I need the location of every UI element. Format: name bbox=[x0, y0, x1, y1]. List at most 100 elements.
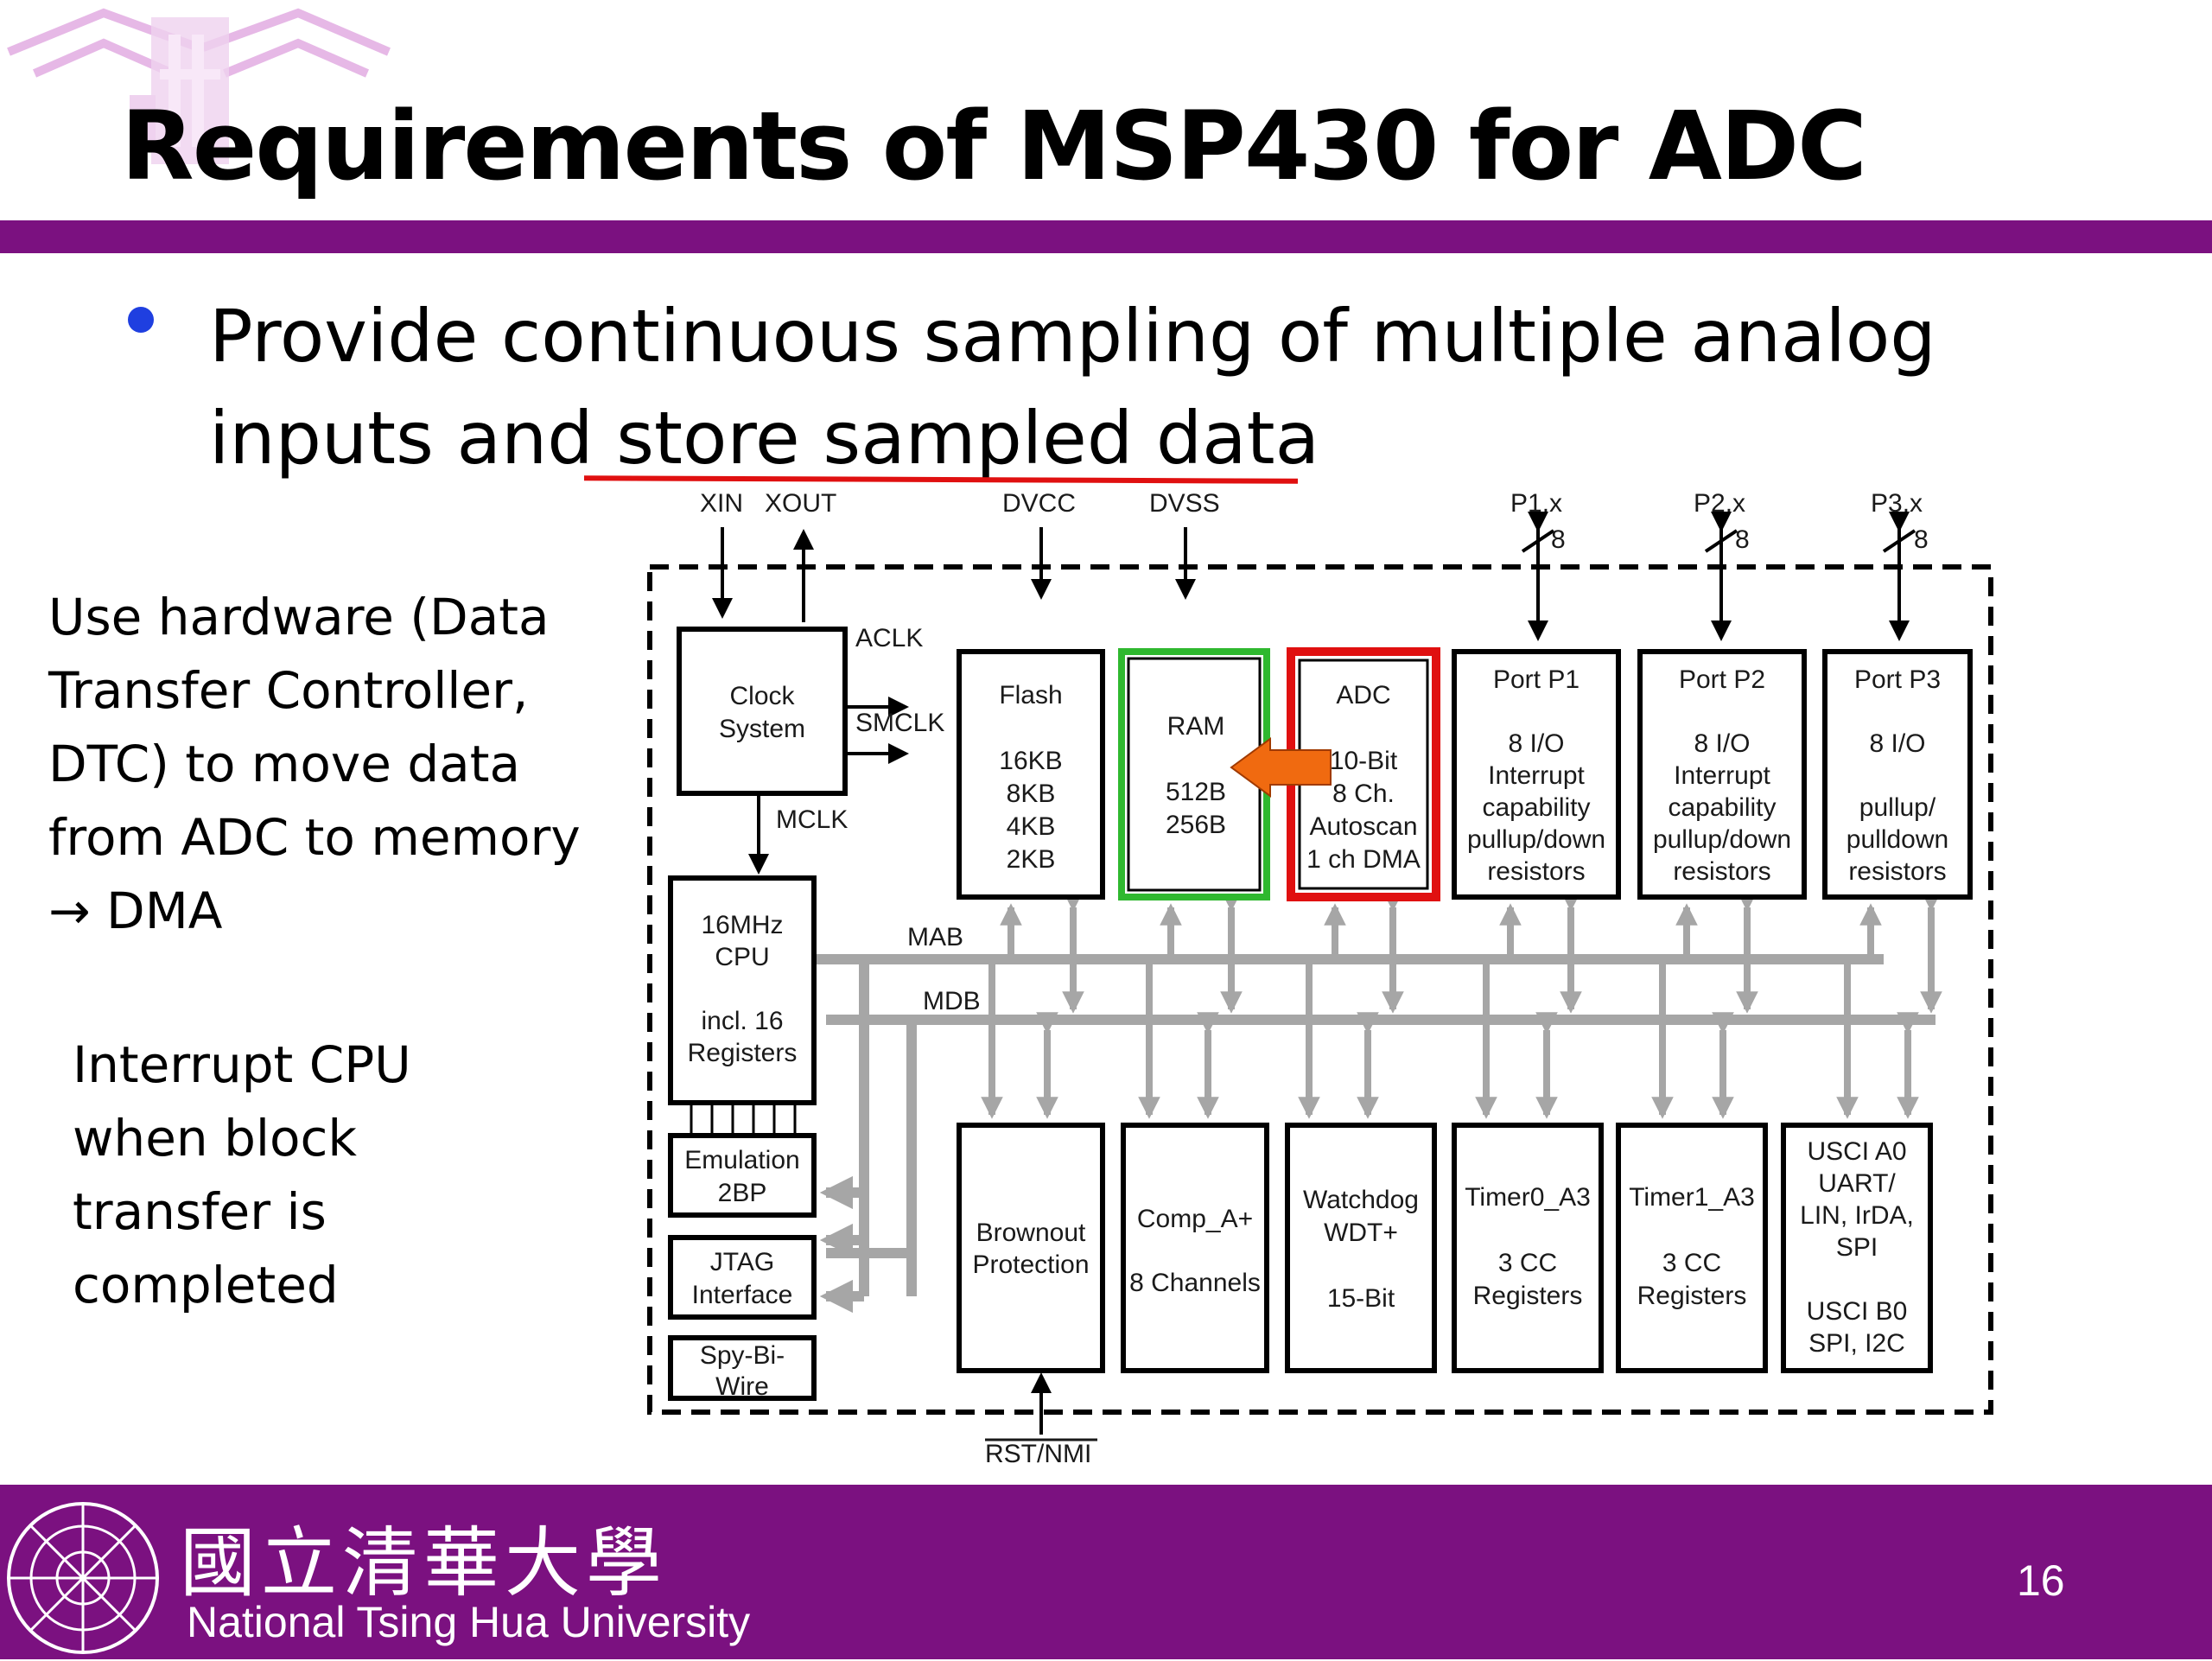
watchdog-block bbox=[1285, 1123, 1437, 1373]
watchdog-label: Watchdog bbox=[1303, 1186, 1419, 1214]
emulation-label: 2BP bbox=[718, 1179, 767, 1207]
port-p1-block bbox=[1452, 649, 1621, 900]
emulation-pins bbox=[690, 1103, 797, 1136]
adc-label: 10-Bit bbox=[1330, 747, 1398, 775]
side-note-dtc-line: → DMA bbox=[48, 881, 223, 940]
watchdog-label: WDT+ bbox=[1324, 1219, 1398, 1247]
footer-bar bbox=[0, 1485, 2212, 1659]
port-p3-label: 8 I/O bbox=[1869, 729, 1925, 758]
cpu-block bbox=[668, 875, 817, 1105]
dvss-label: DVSS bbox=[1149, 489, 1220, 518]
port-p1-label: resistors bbox=[1487, 857, 1585, 886]
flash-block bbox=[957, 649, 1105, 900]
port-p3-label: resistors bbox=[1848, 857, 1946, 886]
timer1-label: Timer1_A3 bbox=[1629, 1183, 1755, 1212]
clock-system-label: System bbox=[719, 715, 805, 743]
timer0-label: Timer0_A3 bbox=[1465, 1183, 1591, 1212]
side-note-interrupt-line: transfer is bbox=[73, 1182, 327, 1241]
jtag-label: Interface bbox=[692, 1281, 793, 1309]
timer0-label: Registers bbox=[1473, 1282, 1583, 1310]
comp-label: 8 Channels bbox=[1129, 1269, 1261, 1297]
timer1-block bbox=[1616, 1123, 1768, 1373]
bullet-dot bbox=[128, 307, 154, 333]
emulation-label: Emulation bbox=[684, 1146, 799, 1174]
side-note-interrupt: Interrupt CPU when block transfer is com… bbox=[73, 1028, 411, 1322]
bullet-text-line1: Provide continuous sampling of multiple … bbox=[209, 294, 1936, 379]
port-p3-label: Port P3 bbox=[1854, 665, 1941, 694]
flash-label: 16KB bbox=[999, 747, 1062, 775]
cpu-label: CPU bbox=[715, 943, 769, 971]
port-p1-label: Port P1 bbox=[1493, 665, 1580, 694]
port-p1-label: pullup/down bbox=[1467, 825, 1605, 854]
flash-label: Flash bbox=[999, 681, 1062, 710]
adc-label: 8 Ch. bbox=[1332, 780, 1395, 808]
cpu-label: 16MHz bbox=[701, 911, 783, 939]
side-note-dtc-line: Use hardware (Data bbox=[48, 588, 550, 646]
usci-label: LIN, IrDA, bbox=[1800, 1201, 1914, 1230]
port-pin-arrows bbox=[1521, 512, 1916, 641]
timer0-label: 3 CC bbox=[1498, 1249, 1557, 1277]
clock-system-block bbox=[677, 627, 848, 796]
university-name-chinese: 國立清華大學 bbox=[180, 1518, 668, 1607]
cpu-label: Registers bbox=[688, 1039, 798, 1067]
xout-label: XOUT bbox=[765, 489, 836, 518]
mclk-label: MCLK bbox=[776, 805, 848, 834]
comp-block bbox=[1121, 1123, 1269, 1373]
adc-label: 1 ch DMA bbox=[1306, 845, 1421, 874]
side-note-interrupt-line: completed bbox=[73, 1256, 339, 1314]
side-note-interrupt-line: when block bbox=[73, 1109, 357, 1168]
port-p3-block bbox=[1822, 649, 1973, 900]
side-note-dtc-line: DTC) to move data bbox=[48, 735, 520, 793]
port-p3-label: pulldown bbox=[1847, 825, 1948, 854]
mab-label: MAB bbox=[907, 923, 963, 951]
side-note-interrupt-line: Interrupt CPU bbox=[73, 1035, 411, 1094]
port-p2-label: Interrupt bbox=[1674, 761, 1770, 790]
p2-width-label: 8 bbox=[1735, 525, 1750, 554]
p1-label: P1.x bbox=[1510, 489, 1562, 518]
port-p2-label: 8 I/O bbox=[1694, 729, 1750, 758]
smclk-label: SMCLK bbox=[855, 709, 944, 737]
port-p2-label: capability bbox=[1668, 793, 1776, 822]
port-p3-label: pullup/ bbox=[1859, 793, 1936, 822]
title-divider-bar bbox=[0, 220, 2212, 253]
ram-block bbox=[1118, 648, 1270, 901]
dvcc-label: DVCC bbox=[1002, 489, 1076, 518]
bus-connectors bbox=[981, 889, 1942, 1119]
port-p1-label: Interrupt bbox=[1488, 761, 1585, 790]
spybiwire-label: Spy-Bi- bbox=[700, 1341, 785, 1370]
clock-system-label: Clock bbox=[729, 682, 795, 710]
aclk-label: ACLK bbox=[855, 624, 923, 652]
jtag-block bbox=[668, 1235, 817, 1320]
flash-label: 8KB bbox=[1007, 780, 1056, 808]
spybiwire-block bbox=[668, 1335, 817, 1401]
timer1-label: 3 CC bbox=[1662, 1249, 1721, 1277]
watchdog-label: 15-Bit bbox=[1327, 1284, 1395, 1313]
comp-label: Comp_A+ bbox=[1137, 1205, 1253, 1233]
jtag-label: JTAG bbox=[710, 1248, 774, 1276]
chip-boundary bbox=[647, 564, 1993, 1415]
cpu-label: incl. 16 bbox=[701, 1007, 783, 1035]
slide-title: Requirements of MSP430 for ADC bbox=[121, 91, 1867, 201]
side-note-dtc-line: from ADC to memory bbox=[48, 808, 581, 867]
p3-label: P3.x bbox=[1871, 489, 1923, 518]
mdb-label: MDB bbox=[923, 987, 981, 1015]
university-name-english: National Tsing Hua University bbox=[187, 1598, 751, 1646]
usci-label: USCI A0 bbox=[1807, 1137, 1906, 1166]
dma-arrow bbox=[1230, 737, 1332, 798]
port-p2-label: resistors bbox=[1673, 857, 1770, 886]
brownout-label: Brownout bbox=[976, 1219, 1086, 1247]
timer1-label: Registers bbox=[1637, 1282, 1747, 1310]
ram-label: 256B bbox=[1166, 811, 1226, 839]
bullet-text-line2: inputs and store sampled data bbox=[209, 396, 1320, 480]
side-note-dtc-line: Transfer Controller, bbox=[48, 661, 529, 720]
port-p2-block bbox=[1637, 649, 1807, 900]
rst-label: RST/NMI bbox=[985, 1440, 1091, 1468]
page-number: 16 bbox=[2017, 1556, 2065, 1605]
usci-block bbox=[1781, 1123, 1933, 1373]
timer0-block bbox=[1452, 1123, 1604, 1373]
university-logo-watermark bbox=[7, 8, 391, 164]
flash-label: 2KB bbox=[1007, 845, 1056, 874]
ram-label: RAM bbox=[1167, 712, 1225, 741]
spybiwire-label: Wire bbox=[715, 1372, 769, 1401]
